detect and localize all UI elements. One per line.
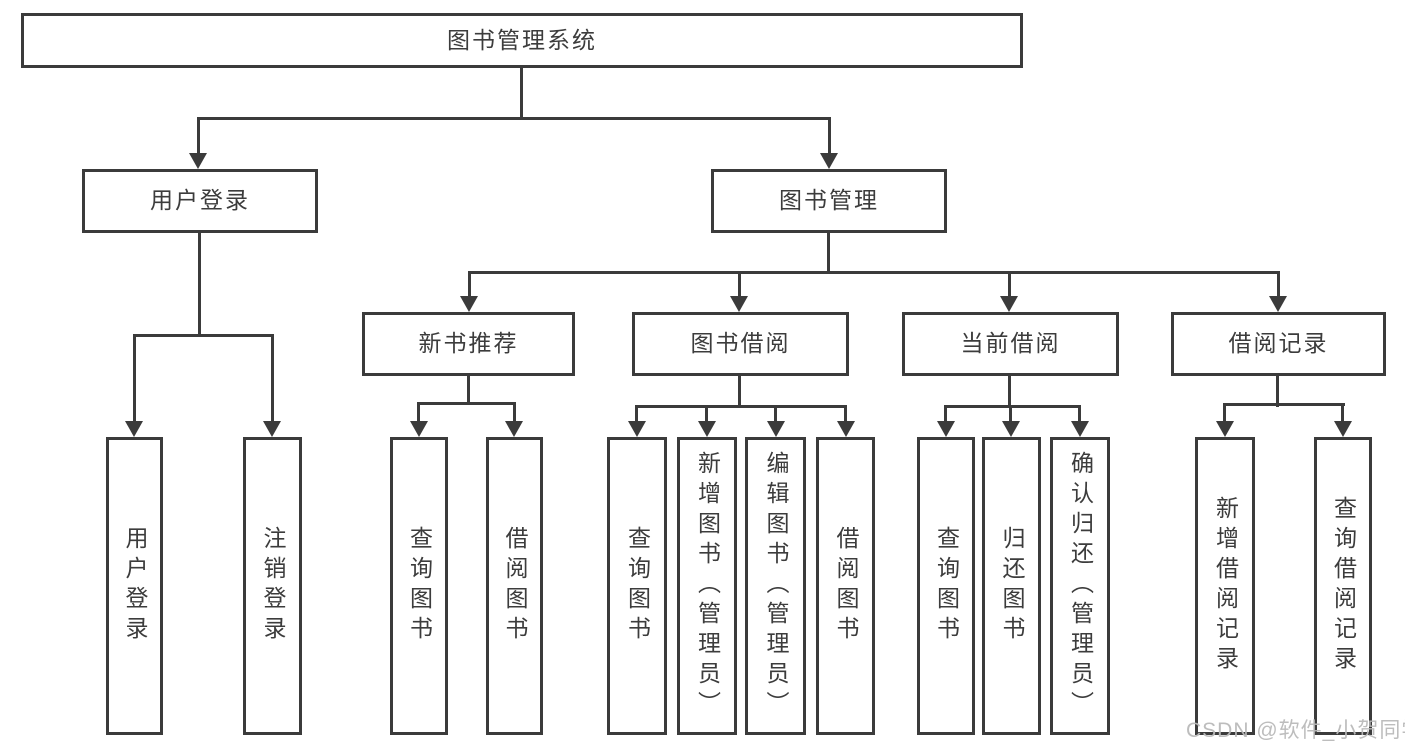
connector-drop-br-query: [1341, 403, 1344, 421]
connector-drop-bb-edit: [774, 405, 777, 421]
connector-current-borrowing-bar: [944, 405, 1081, 408]
connector-drop-cb-confirm: [1078, 405, 1081, 421]
arrow-to-leaf-logout: [263, 421, 281, 437]
node-borrow-records: 借阅记录: [1171, 312, 1386, 376]
leaf-query-books-recommend: 查询图书: [390, 437, 448, 735]
arrow-to-book-borrowing: [730, 296, 748, 312]
leaf-return-books: 归还图书: [982, 437, 1041, 735]
connector-drop-book-borrowing: [738, 271, 741, 297]
arrow-to-current-borrowing: [1000, 296, 1018, 312]
arrow-to-br-query: [1334, 421, 1352, 437]
csdn-watermark: CSDN @软件_小贺同学: [1186, 719, 1405, 742]
connector-drop-nb-query: [417, 402, 420, 421]
leaf-logout-login: 注销登录: [243, 437, 302, 735]
connector-drop-bb-query: [635, 405, 638, 421]
leaf-query-books-borrowing: 查询图书: [607, 437, 667, 735]
connector-user-login-stub: [198, 233, 201, 337]
connector-drop-bb-borrow: [844, 405, 847, 421]
connector-root-bar: [197, 117, 831, 120]
connector-book-borrowing-stub: [738, 376, 741, 408]
leaf-borrow-books-recommend: 借阅图书: [486, 437, 543, 735]
connector-drop-br-add: [1223, 403, 1226, 421]
arrow-to-cb-confirm: [1071, 421, 1089, 437]
node-current-borrowing: 当前借阅: [902, 312, 1119, 376]
node-book-borrowing: 图书借阅: [632, 312, 849, 376]
connector-drop-cb-query: [944, 405, 947, 421]
leaf-add-books-admin: 新增图书（管理员）: [677, 437, 737, 735]
leaf-confirm-return-admin: 确认归还（管理员）: [1050, 437, 1110, 735]
arrow-to-cb-query: [937, 421, 955, 437]
arrow-to-bb-borrow: [837, 421, 855, 437]
leaf-borrow-books-borrowing: 借阅图书: [816, 437, 875, 735]
connector-root-stub: [520, 68, 523, 117]
connector-drop-cb-return: [1009, 405, 1012, 421]
leaf-query-books-current: 查询图书: [917, 437, 975, 735]
arrow-to-new-book: [460, 296, 478, 312]
leaf-query-borrow-record: 查询借阅记录: [1314, 437, 1372, 735]
connector-book-management-bar: [468, 271, 1280, 274]
connector-new-book-stub: [467, 375, 470, 405]
leaf-add-borrow-record: 新增借阅记录: [1195, 437, 1255, 735]
connector-drop-user-login: [197, 117, 200, 153]
connector-user-login-bar: [133, 334, 274, 337]
connector-drop-borrow-records: [1277, 271, 1280, 297]
connector-drop-bb-add: [705, 405, 708, 421]
connector-borrow-records-bar: [1223, 403, 1345, 406]
node-new-book-recommend: 新书推荐: [362, 312, 575, 376]
arrow-to-leaf-user-login: [125, 421, 143, 437]
arrow-to-nb-query: [410, 421, 428, 437]
arrow-to-nb-borrow: [505, 421, 523, 437]
connector-book-borrowing-bar: [635, 405, 846, 408]
connector-drop-current-borrowing: [1008, 271, 1011, 297]
connector-drop-leaf-logout: [271, 334, 274, 421]
leaf-edit-books-admin: 编辑图书（管理员）: [745, 437, 806, 735]
arrow-to-cb-return: [1002, 421, 1020, 437]
arrow-to-user-login: [189, 153, 207, 169]
node-root-library-system: 图书管理系统: [21, 13, 1023, 68]
connector-drop-nb-borrow: [513, 402, 516, 421]
connector-drop-leaf-user-login: [133, 334, 136, 421]
connector-drop-book-management: [828, 117, 831, 153]
arrow-to-book-management: [820, 153, 838, 169]
leaf-user-login: 用户登录: [106, 437, 163, 735]
connector-drop-new-book: [468, 271, 471, 297]
connector-new-book-bar: [417, 402, 516, 405]
arrow-to-bb-query: [628, 421, 646, 437]
arrow-to-borrow-records: [1269, 296, 1287, 312]
connector-book-management-stub: [827, 233, 830, 274]
connector-current-borrowing-stub: [1008, 376, 1011, 408]
arrow-to-bb-add: [698, 421, 716, 437]
node-user-login: 用户登录: [82, 169, 318, 233]
arrow-to-bb-edit: [767, 421, 785, 437]
arrow-to-br-add: [1216, 421, 1234, 437]
connector-borrow-records-stub: [1276, 376, 1279, 407]
node-book-management: 图书管理: [711, 169, 947, 233]
